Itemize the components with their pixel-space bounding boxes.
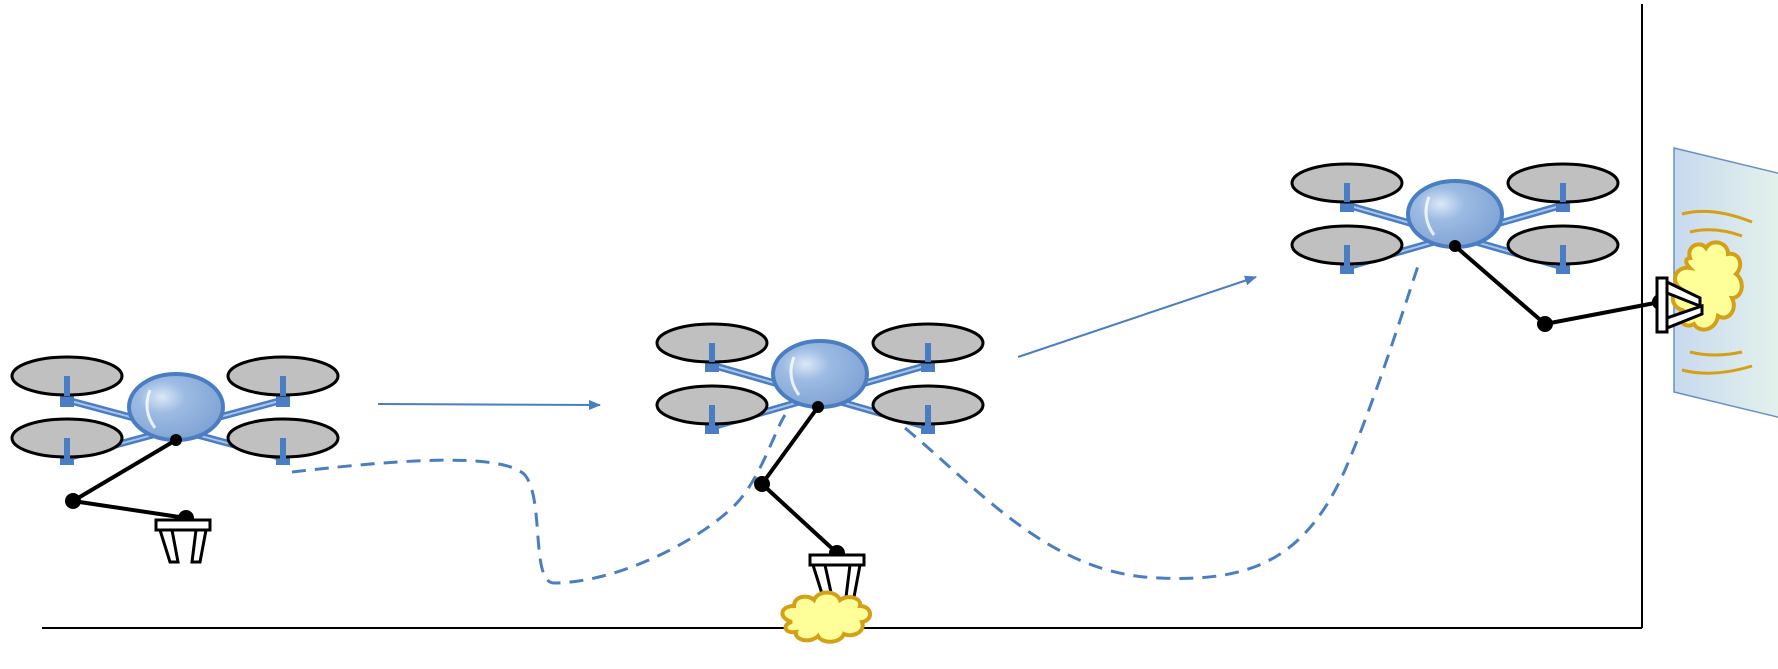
object-blob-icon (780, 590, 872, 644)
drone-icon (1290, 162, 1620, 274)
gripper-icon (808, 553, 866, 599)
trajectory-path-2 (904, 259, 1422, 580)
manipulator-arm (754, 401, 845, 561)
gripper-icon (1655, 276, 1704, 334)
vibration-icon (1681, 209, 1753, 375)
motion-arrow-2 (1017, 275, 1257, 358)
drone-icon (655, 322, 985, 434)
object-blob-icon (1670, 240, 1744, 332)
drone-icon (10, 355, 340, 465)
gripper-icon (154, 518, 212, 564)
motion-arrow-1 (377, 399, 601, 410)
trajectory-path (291, 414, 787, 585)
